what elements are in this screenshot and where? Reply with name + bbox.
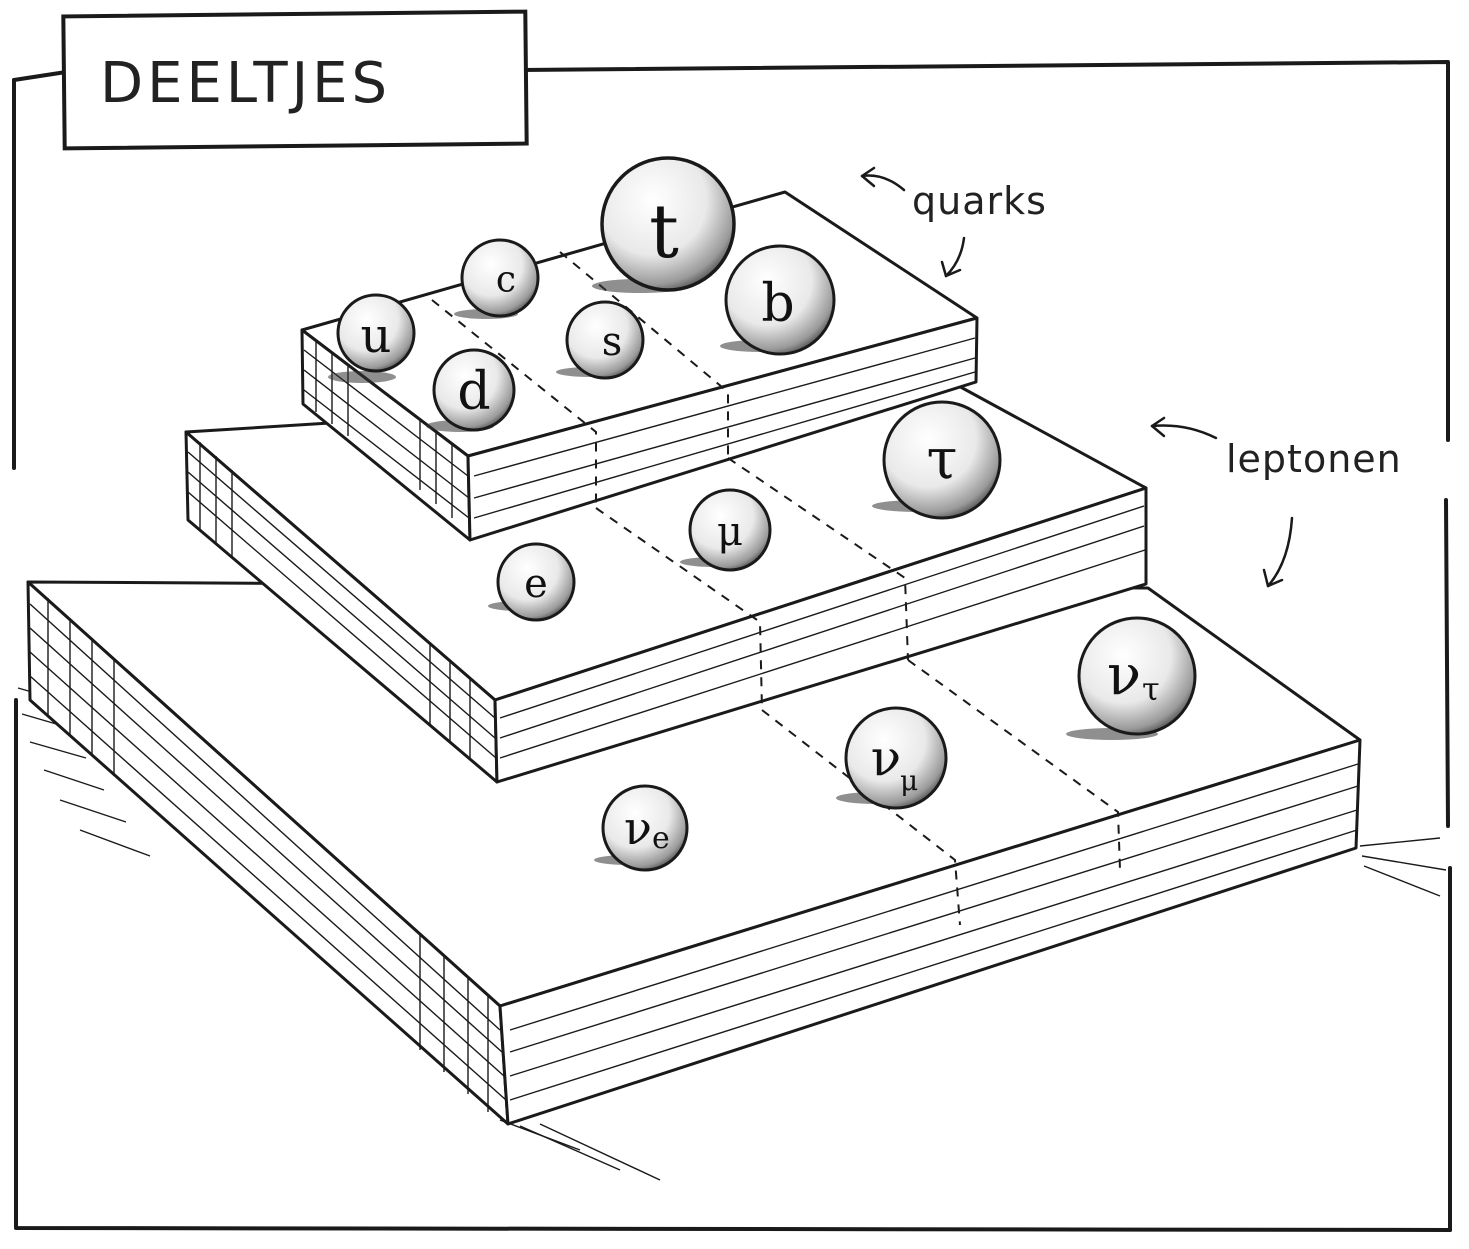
tau-neutrino-subscript: τ <box>1142 670 1160 708</box>
tau-neutrino-symbol: ν <box>1107 644 1141 709</box>
generation-dividers <box>431 251 1121 926</box>
particle-bottom: b <box>720 244 836 356</box>
muon-neutrino-subscript: μ <box>900 764 918 797</box>
electron-neutrino-subscript: e <box>652 821 670 856</box>
particle-up: u <box>328 293 416 383</box>
tau-symbol: τ <box>927 428 958 493</box>
top-quark-symbol: t <box>649 189 679 275</box>
muon-neutrino-symbol: ν <box>871 729 901 787</box>
frame <box>12 60 1452 1232</box>
page-title: DEELTJES <box>100 51 391 116</box>
leptons-label: leptonen <box>1226 437 1402 481</box>
particle-electron: e <box>488 542 576 622</box>
title-box: DEELTJES <box>61 9 529 151</box>
up-quark-symbol: u <box>361 308 392 364</box>
particle-down: d <box>426 348 516 432</box>
particle-tau-neutrino: ν τ <box>1066 616 1197 740</box>
quarks-annotation: quarks <box>860 166 1047 278</box>
electron-symbol: e <box>524 561 548 607</box>
bottom-quark-symbol: b <box>761 274 794 334</box>
down-quark-symbol: d <box>457 362 490 422</box>
particle-muon-neutrino: ν μ <box>836 706 948 810</box>
particle-top: t <box>592 156 736 293</box>
ground-shadow <box>17 687 1447 1181</box>
electron-neutrino-symbol: ν <box>624 801 652 855</box>
particle-muon: μ <box>680 488 772 572</box>
quarks-label: quarks <box>912 179 1047 223</box>
particle-electron-neutrino: ν e <box>594 784 689 872</box>
leptons-annotation: leptonen <box>1150 416 1402 588</box>
particle-tau: τ <box>872 400 1002 520</box>
particle-strange: s <box>556 300 645 380</box>
particle-charm: c <box>454 238 540 319</box>
charm-quark-symbol: c <box>496 260 516 301</box>
muon-symbol: μ <box>717 509 743 555</box>
strange-quark-symbol: s <box>602 319 623 365</box>
